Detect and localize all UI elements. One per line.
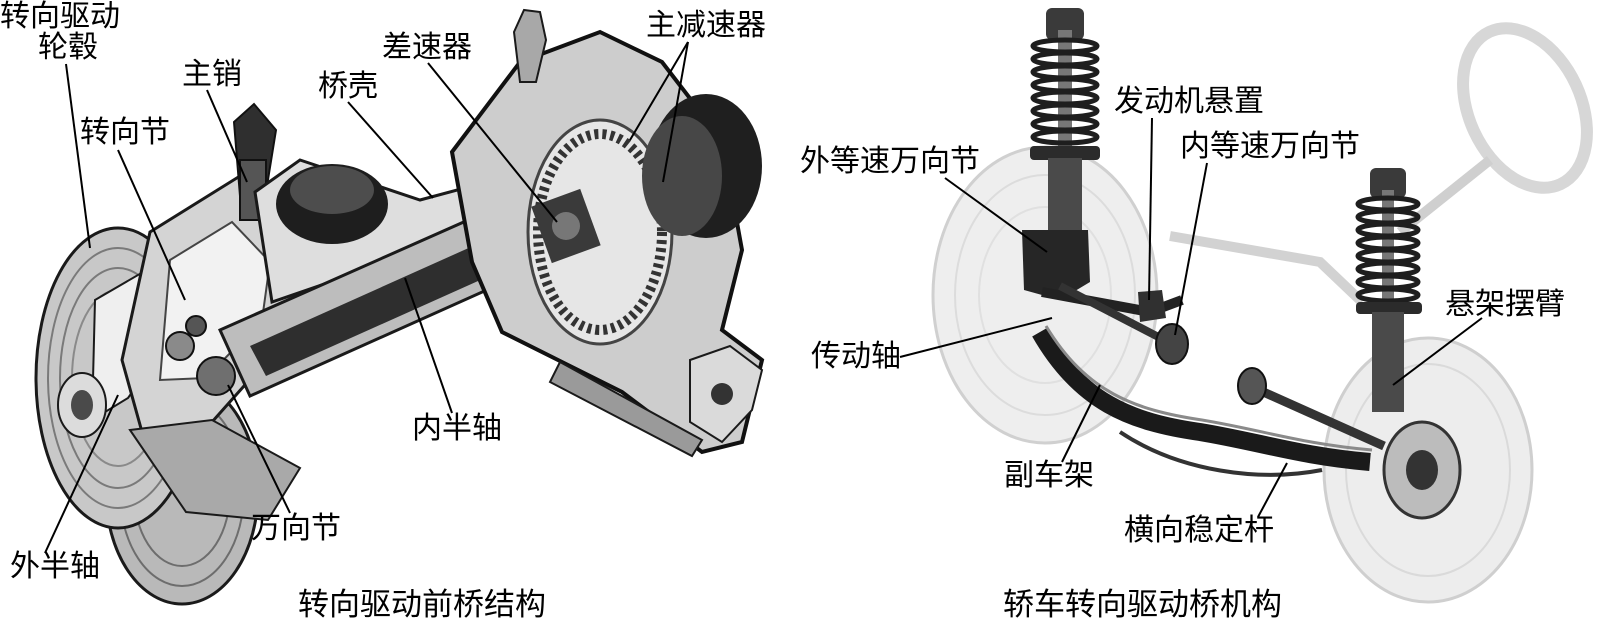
leader-drive-shaft <box>899 317 1053 358</box>
left-strut <box>1022 8 1100 300</box>
label-wheel-hub-line1: 转向驱动 <box>0 0 120 34</box>
subframe <box>1032 325 1373 471</box>
leader-universal-joint <box>227 384 291 514</box>
leader-inner-half-shaft <box>404 277 453 414</box>
leader-lines <box>44 41 1483 554</box>
output-flange <box>689 344 764 444</box>
leader-suspension-arm <box>1392 317 1483 386</box>
label-universal-joint: 万向节 <box>251 511 341 546</box>
leader-final-drive-b <box>662 41 689 183</box>
label-stabilizer-bar: 横向稳定杆 <box>1124 513 1274 548</box>
wheel-hub <box>57 372 107 438</box>
front-axle-illustration <box>34 8 765 606</box>
left-drive-shaft <box>1058 282 1189 365</box>
right-wheel <box>1322 336 1534 604</box>
ring-gear <box>533 129 667 335</box>
right-drive-shaft <box>1237 367 1386 451</box>
steering-wheel <box>1396 22 1593 236</box>
caption-right-figure: 轿车转向驱动桥机构 <box>1003 587 1282 623</box>
car-axle-illustration <box>931 8 1593 604</box>
label-differential: 差速器 <box>382 30 472 65</box>
label-final-drive: 主减速器 <box>646 8 766 43</box>
engine-mount <box>1138 290 1166 322</box>
pinion-housing <box>642 94 762 238</box>
leader-differential <box>427 62 558 223</box>
universal-joint <box>165 315 236 396</box>
leader-subframe <box>1061 384 1101 463</box>
leader-final-drive-a <box>629 41 689 141</box>
stabilizer-bar <box>1118 430 1323 477</box>
inner-cv-joint <box>1155 323 1189 365</box>
right-coil-spring <box>1355 195 1421 304</box>
housing-cap <box>276 164 388 244</box>
leader-kingpin <box>206 89 248 183</box>
leader-axle-housing <box>347 101 434 199</box>
left-coil-spring <box>1030 37 1100 146</box>
label-engine-mount: 发动机悬置 <box>1114 84 1264 119</box>
label-steering-knuckle: 转向节 <box>80 115 170 150</box>
label-drive-shaft: 传动轴 <box>811 339 901 374</box>
vent-bracket <box>512 8 548 83</box>
leader-wheel-hub <box>65 63 91 249</box>
label-suspension-arm: 悬架摆臂 <box>1445 287 1565 322</box>
label-wheel-hub-line2: 轮毂 <box>38 30 98 65</box>
right-strut <box>1355 168 1422 412</box>
label-kingpin: 主销 <box>182 57 242 92</box>
label-outer-cv-joint: 外等速万向节 <box>800 144 980 179</box>
label-axle-housing: 桥壳 <box>318 69 378 104</box>
housing-lower-extension <box>548 360 704 458</box>
label-outer-half-shaft: 外半轴 <box>10 549 100 584</box>
caption-left-figure: 转向驱动前桥结构 <box>298 587 546 623</box>
leader-outer-half-shaft <box>44 394 119 554</box>
steering-rack <box>1169 231 1366 306</box>
leader-engine-mount <box>1148 117 1153 301</box>
leader-inner-cv-joint <box>1174 162 1208 336</box>
label-inner-cv-joint: 内等速万向节 <box>1180 129 1360 164</box>
leader-steering-knuckle <box>117 149 186 301</box>
label-subframe: 副车架 <box>1004 458 1094 493</box>
label-inner-half-shaft: 内半轴 <box>412 411 502 446</box>
leader-stabilizer-bar <box>1257 462 1288 518</box>
leader-outer-cv-joint <box>944 177 1048 253</box>
